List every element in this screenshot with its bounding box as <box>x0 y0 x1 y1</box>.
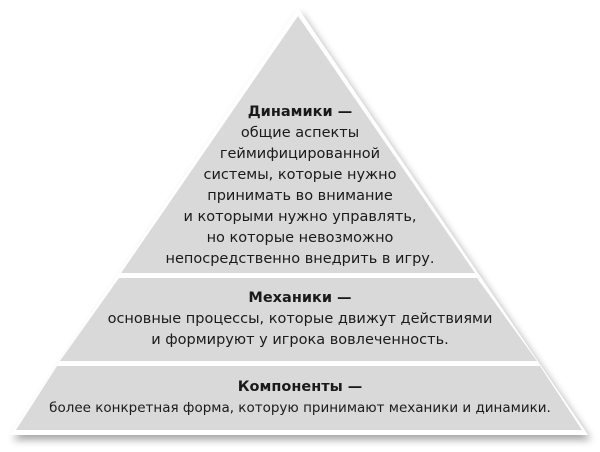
tier-top-line: и которыми нужно управлять, <box>183 209 417 225</box>
tier-bottom-shape <box>16 366 582 430</box>
tier-top-line: непосредственно внедрить в игру. <box>165 251 435 267</box>
tier-top-title: Динамики — <box>247 104 353 120</box>
tier-top-line: но которые невозможно <box>206 230 394 246</box>
tier-middle-title: Механики — <box>248 290 352 306</box>
tier-bottom-title: Компоненты — <box>237 379 363 395</box>
tier-top-line: геймифицированной <box>219 146 381 162</box>
tier-top-text: Динамики — общие аспекты геймифицированн… <box>0 102 600 270</box>
tier-middle-line: основные процессы, которые движут действ… <box>107 311 493 327</box>
tier-bottom-text: Компоненты — более конкретная форма, кот… <box>0 377 600 419</box>
tier-top-line: общие аспекты <box>240 125 360 141</box>
tier-middle-shape <box>60 278 537 361</box>
tier-top-line: принимать во внимание <box>207 188 393 204</box>
tier-top-shape <box>121 16 475 273</box>
tier-bottom-line: более конкретная форма, которую принимаю… <box>49 400 551 416</box>
tier-middle-text: Механики — основные процессы, которые дв… <box>0 288 600 351</box>
tier-middle-line: и формируют у игрока вовлеченность. <box>151 332 449 348</box>
tier-top-line: системы, которые нужно <box>203 167 397 183</box>
